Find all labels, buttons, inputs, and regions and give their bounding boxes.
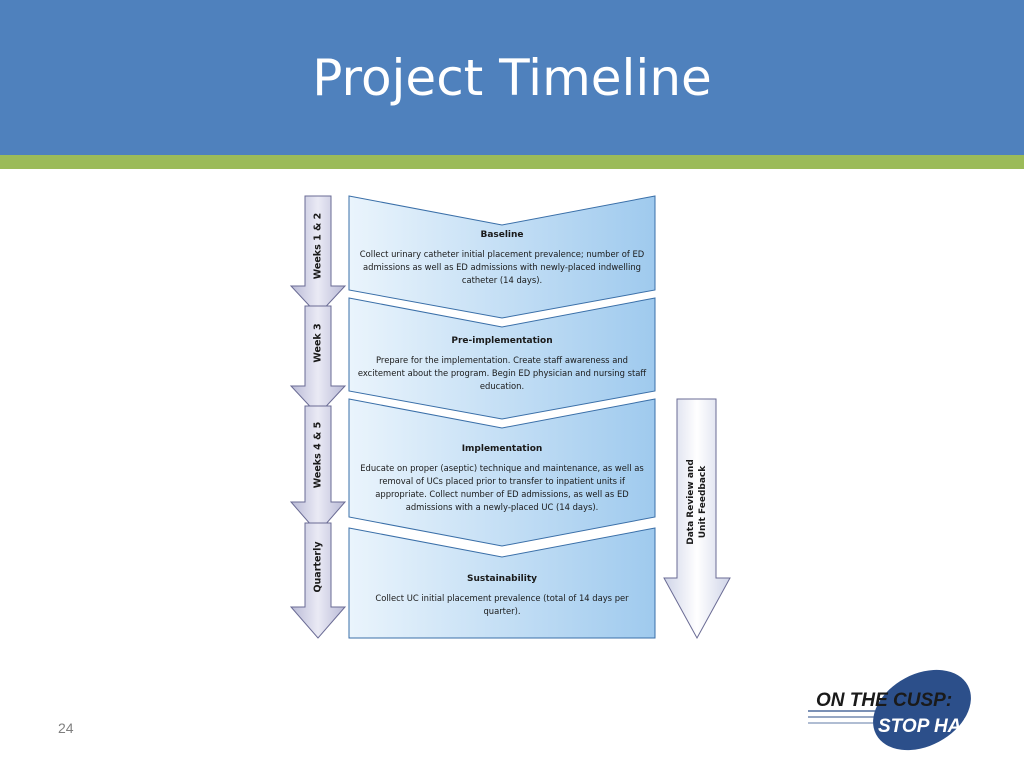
title-banner [0, 0, 1024, 155]
stage-description: Collect UC initial placement prevalence … [375, 593, 629, 616]
timeline-label-quarterly: Quarterly [312, 541, 324, 593]
stage-sustainability: Sustainability Collect UC initial placem… [356, 574, 648, 618]
feedback-arrow [663, 398, 731, 640]
stage-title: Pre-implementation [451, 336, 553, 346]
feedback-label: Data Review and Unit Feedback [685, 459, 709, 545]
logo-graphic: ON THE CUSP: STOP HAI [808, 669, 971, 751]
cusp-logo: ON THE CUSP: STOP HAI [800, 655, 1015, 760]
week-arrow-1 [289, 195, 347, 316]
timeline-label-week-3: Week 3 [312, 323, 324, 363]
stage-description: Collect urinary catheter initial placeme… [359, 249, 645, 285]
stage-pre-implementation: Pre-implementation Prepare for the imple… [356, 336, 648, 393]
stage-title: Baseline [480, 230, 524, 240]
accent-bar [0, 155, 1024, 169]
week-arrow-2 [289, 305, 347, 416]
stage-chevron-pre-implementation [348, 297, 656, 420]
page-number: 24 [58, 720, 74, 736]
week-arrow-4 [289, 522, 347, 639]
timeline-label-weeks-4-5: Weeks 4 & 5 [312, 421, 324, 489]
logo-ellipse [873, 669, 971, 751]
week-arrow-3 [289, 405, 347, 534]
stage-implementation: Implementation Educate on proper (asepti… [356, 444, 648, 514]
stage-chevron-baseline [348, 195, 656, 319]
stage-description: Prepare for the implementation. Create s… [357, 355, 647, 391]
feedback-label-line-1: Data Review and [686, 459, 696, 545]
stage-chevron-sustainability [348, 527, 656, 639]
stage-title: Implementation [461, 444, 543, 454]
stage-chevron-implementation [348, 398, 656, 547]
stage-description: Educate on proper (aseptic) technique an… [360, 463, 644, 512]
feedback-label-line-2: Unit Feedback [698, 465, 708, 539]
timeline-label-weeks-1-2: Weeks 1 & 2 [312, 212, 324, 280]
logo-text-line-2: STOP HAI [878, 716, 967, 737]
slide-title: Project Timeline [312, 49, 712, 107]
stage-baseline: Baseline Collect urinary catheter initia… [356, 230, 648, 287]
logo-text-line-1: ON THE CUSP: [816, 690, 952, 711]
stage-title: Sustainability [466, 574, 538, 584]
